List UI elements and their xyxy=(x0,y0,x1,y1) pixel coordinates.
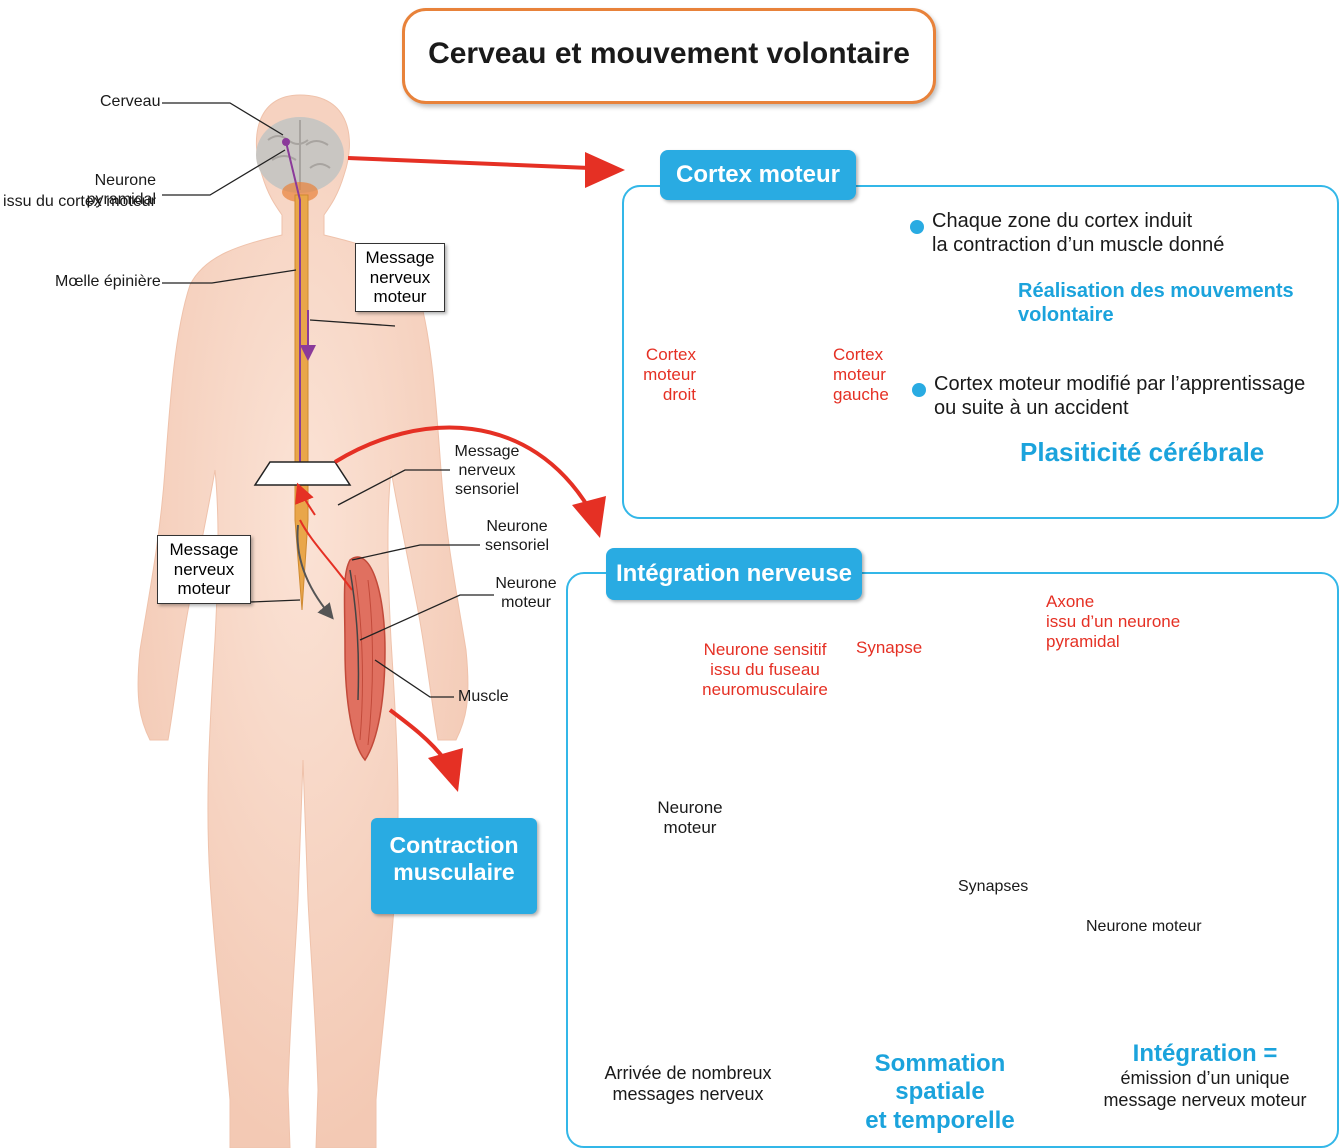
point1-text: Chaque zone du cortex induit la contract… xyxy=(932,210,1224,257)
label-cortex-droit-l1: Cortex xyxy=(628,345,696,365)
point2-line2: ou suite à un accident xyxy=(934,397,1305,421)
point2-text: Cortex moteur modifié par l’apprentissag… xyxy=(934,373,1305,420)
label-neurone-moteur-section-l1: Neurone xyxy=(655,798,725,818)
box-message-moteur-top-l3: moteur xyxy=(356,287,444,307)
label-issu-cortex: issu du cortex moteur xyxy=(0,193,156,212)
label-integration-text-l2: message nerveux moteur xyxy=(1100,1090,1310,1111)
label-neurone-sensitif-l2: issu du fuseau xyxy=(700,660,830,680)
label-synapse: Synapse xyxy=(856,638,922,658)
arrow-to-integration xyxy=(572,496,606,538)
arrow-to-cortex xyxy=(585,152,625,188)
label-cortex-gauche-l1: Cortex xyxy=(833,345,889,365)
label-neurone-moteur-body: Neurone moteur xyxy=(494,575,558,613)
result1-line1: Réalisation des mouvements xyxy=(1018,280,1294,304)
box-message-moteur-left-l1: Message xyxy=(158,540,250,560)
section-plane xyxy=(255,462,350,485)
label-cortex-gauche-l2: moteur xyxy=(833,365,889,385)
bullet-point-1 xyxy=(910,220,924,234)
point1-line2: la contraction d’un muscle donné xyxy=(932,234,1224,258)
box-message-moteur-top-l2: nerveux xyxy=(356,268,444,288)
label-message-sensoriel-l2: nerveux xyxy=(452,462,522,481)
page-title: Cerveau et mouvement volontaire xyxy=(405,37,933,71)
arrow-to-contraction xyxy=(428,748,463,792)
point1-line1: Chaque zone du cortex induit xyxy=(932,210,1224,234)
label-axone: Axone issu d’un neurone pyramidal xyxy=(1046,592,1180,652)
label-integration-title: Intégration = xyxy=(1100,1040,1310,1068)
label-cortex-droit-l2: moteur xyxy=(628,365,696,385)
label-neurone-sensitif-l3: neuromusculaire xyxy=(700,680,830,700)
label-neurone-sensitif: Neurone sensitif issu du fuseau neuromus… xyxy=(700,640,830,700)
label-message-sensoriel: Message nerveux sensoriel xyxy=(452,443,522,500)
label-axone-l2: issu d’un neurone xyxy=(1046,612,1180,632)
box-message-moteur-left-l3: moteur xyxy=(158,579,250,599)
label-message-sensoriel-l3: sensoriel xyxy=(452,481,522,500)
label-neurone-sensitif-l1: Neurone sensitif xyxy=(700,640,830,660)
cortex-moteur-tab: Cortex moteur xyxy=(660,150,856,200)
point2-line1: Cortex moteur modifié par l’apprentissag… xyxy=(934,373,1305,397)
label-arrivee-l1: Arrivée de nombreux xyxy=(598,1063,778,1084)
label-moelle: Mœlle épinière xyxy=(55,273,161,292)
label-axone-l1: Axone xyxy=(1046,592,1180,612)
label-neurone-moteur-body-l2: moteur xyxy=(494,594,558,613)
label-arrivee-l2: messages nerveux xyxy=(598,1084,778,1105)
label-sommation: Sommation spatiale et temporelle xyxy=(830,1050,1050,1135)
title-box: Cerveau et mouvement volontaire xyxy=(402,8,936,104)
label-neurone-sensoriel-l2: sensoriel xyxy=(482,537,552,556)
contraction-musculaire-box: Contraction musculaire xyxy=(371,818,537,914)
integration-tab: Intégration nerveuse xyxy=(606,548,862,600)
contraction-line1: Contraction xyxy=(371,818,537,859)
label-cerveau: Cerveau xyxy=(100,93,160,112)
label-cortex-droit-l3: droit xyxy=(628,385,696,405)
result1-text: Réalisation des mouvements volontaire xyxy=(1018,280,1294,327)
label-neurone-moteur-section: Neurone moteur xyxy=(655,798,725,838)
label-neurone-sensoriel-l1: Neurone xyxy=(482,518,552,537)
label-muscle: Muscle xyxy=(458,688,509,707)
label-cortex-droit: Cortex moteur droit xyxy=(628,345,696,405)
label-integration-text-l1: émission d’un unique xyxy=(1100,1068,1310,1089)
label-arrivee: Arrivée de nombreux messages nerveux xyxy=(598,1063,778,1105)
label-sommation-l2: et temporelle xyxy=(830,1107,1050,1135)
result2-text: Plasiticité cérébrale xyxy=(1020,437,1264,468)
contraction-line2: musculaire xyxy=(371,859,537,886)
label-neurone-sensoriel: Neurone sensoriel xyxy=(482,518,552,556)
label-message-sensoriel-l1: Message xyxy=(452,443,522,462)
label-cortex-gauche-l3: gauche xyxy=(833,385,889,405)
label-neurone-moteur-body-l1: Neurone xyxy=(494,575,558,594)
box-message-moteur-top: Message nerveux moteur xyxy=(355,243,445,312)
label-neurone-moteur-zoom: Neurone moteur xyxy=(1086,918,1202,937)
box-message-moteur-top-l1: Message xyxy=(356,248,444,268)
box-message-moteur-left: Message nerveux moteur xyxy=(157,535,251,604)
label-axone-l3: pyramidal xyxy=(1046,632,1180,652)
label-synapses: Synapses xyxy=(958,878,1028,897)
label-neurone-moteur-section-l2: moteur xyxy=(655,818,725,838)
box-message-moteur-left-l2: nerveux xyxy=(158,560,250,580)
label-integration-result: Intégration = émission d’un unique messa… xyxy=(1100,1040,1310,1111)
label-cortex-gauche: Cortex moteur gauche xyxy=(833,345,889,405)
bullet-point-2 xyxy=(912,383,926,397)
result1-line2: volontaire xyxy=(1018,304,1294,328)
label-sommation-l1: Sommation spatiale xyxy=(830,1050,1050,1107)
